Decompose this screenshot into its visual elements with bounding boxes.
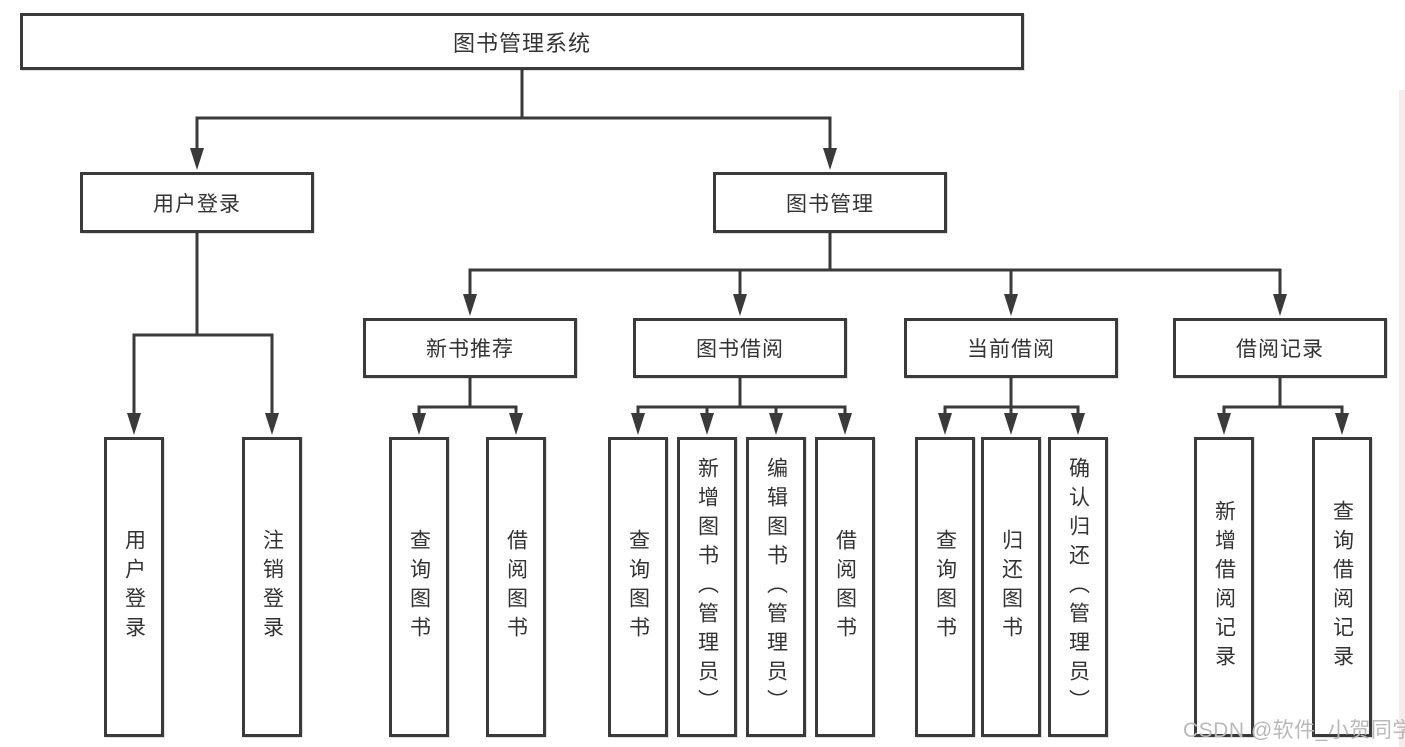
leaf-confirm-return-admin: 确认归还（管理员） (1048, 437, 1108, 737)
arrow-icon (127, 413, 141, 435)
connector-records-rail (1222, 405, 1344, 417)
node-label: 图书借阅 (696, 338, 784, 361)
leaf-logout: 注销登录 (242, 437, 302, 737)
leaf-return-books: 归还图书 (981, 437, 1041, 737)
node-label: 借阅图书 (833, 529, 857, 645)
node-label: 查询图书 (933, 529, 957, 645)
arrow-icon (938, 413, 952, 435)
node-label: 查询图书 (626, 529, 650, 645)
node-current-borrow: 当前借阅 (904, 318, 1118, 378)
node-label: 借阅记录 (1236, 338, 1324, 361)
connector-currentborrow-rail (943, 405, 1080, 417)
leaf-borrow-books-recommend: 借阅图书 (486, 437, 546, 737)
node-root-system: 图书管理系统 (20, 13, 1024, 70)
leaf-query-books-recommend: 查询图书 (389, 437, 449, 737)
arrow-icon (1217, 413, 1231, 435)
leaf-query-borrow-record: 查询借阅记录 (1312, 437, 1372, 737)
node-label: 新增借阅记录 (1212, 500, 1236, 674)
arrow-icon (1004, 413, 1018, 435)
node-borrow-records: 借阅记录 (1173, 318, 1387, 378)
node-label: 用户登录 (122, 529, 146, 645)
node-label: 查询借阅记录 (1330, 500, 1354, 674)
node-new-book-recommend: 新书推荐 (363, 318, 577, 378)
arrow-icon (769, 413, 783, 435)
node-label: 当前借阅 (967, 338, 1055, 361)
arrow-icon (1004, 294, 1018, 316)
arrow-icon (1273, 294, 1287, 316)
node-label: 编辑图书（管理员） (764, 456, 788, 718)
arrow-icon (631, 413, 645, 435)
arrow-icon (463, 294, 477, 316)
arrow-icon (823, 148, 837, 170)
node-label: 新增图书（管理员） (695, 456, 719, 718)
node-label: 借阅图书 (504, 529, 528, 645)
connector-level1-rail (195, 116, 832, 152)
node-book-borrow: 图书借阅 (633, 318, 847, 378)
node-label: 图书管理 (786, 192, 874, 216)
connector-level2-rail (468, 268, 1282, 298)
arrow-icon (733, 294, 747, 316)
watermark: CSDN @软件_小贺同学 (1183, 719, 1405, 742)
arrow-icon (265, 413, 279, 435)
node-label: 查询图书 (407, 529, 431, 645)
connector-newbook-rail (417, 405, 518, 417)
leaf-add-books-admin: 新增图书（管理员） (677, 437, 737, 737)
arrow-icon (412, 413, 426, 435)
arrow-icon (700, 413, 714, 435)
leaf-user-login: 用户登录 (104, 437, 164, 737)
node-label: 图书管理系统 (452, 30, 591, 56)
connector-bookborrow-rail (636, 405, 847, 417)
leaf-query-books-borrow: 查询图书 (608, 437, 668, 737)
connector-userlogin-rail (132, 333, 274, 417)
leaf-edit-books-admin: 编辑图书（管理员） (746, 437, 806, 737)
leaf-borrow-books: 借阅图书 (815, 437, 875, 737)
arrow-icon (509, 413, 523, 435)
node-label: 用户登录 (153, 192, 241, 216)
node-label: 归还图书 (999, 529, 1023, 645)
node-label: 确认归还（管理员） (1066, 456, 1090, 718)
node-user-login: 用户登录 (80, 172, 314, 233)
leaf-query-books-current: 查询图书 (915, 437, 975, 737)
node-book-management: 图书管理 (713, 172, 947, 233)
arrow-icon (190, 148, 204, 170)
node-label: 注销登录 (260, 529, 284, 645)
node-label: 新书推荐 (426, 338, 514, 361)
leaf-add-borrow-record: 新增借阅记录 (1194, 437, 1254, 737)
page-edge-strip (1399, 90, 1405, 747)
arrow-icon (838, 413, 852, 435)
arrow-icon (1335, 413, 1349, 435)
arrow-icon (1071, 413, 1085, 435)
